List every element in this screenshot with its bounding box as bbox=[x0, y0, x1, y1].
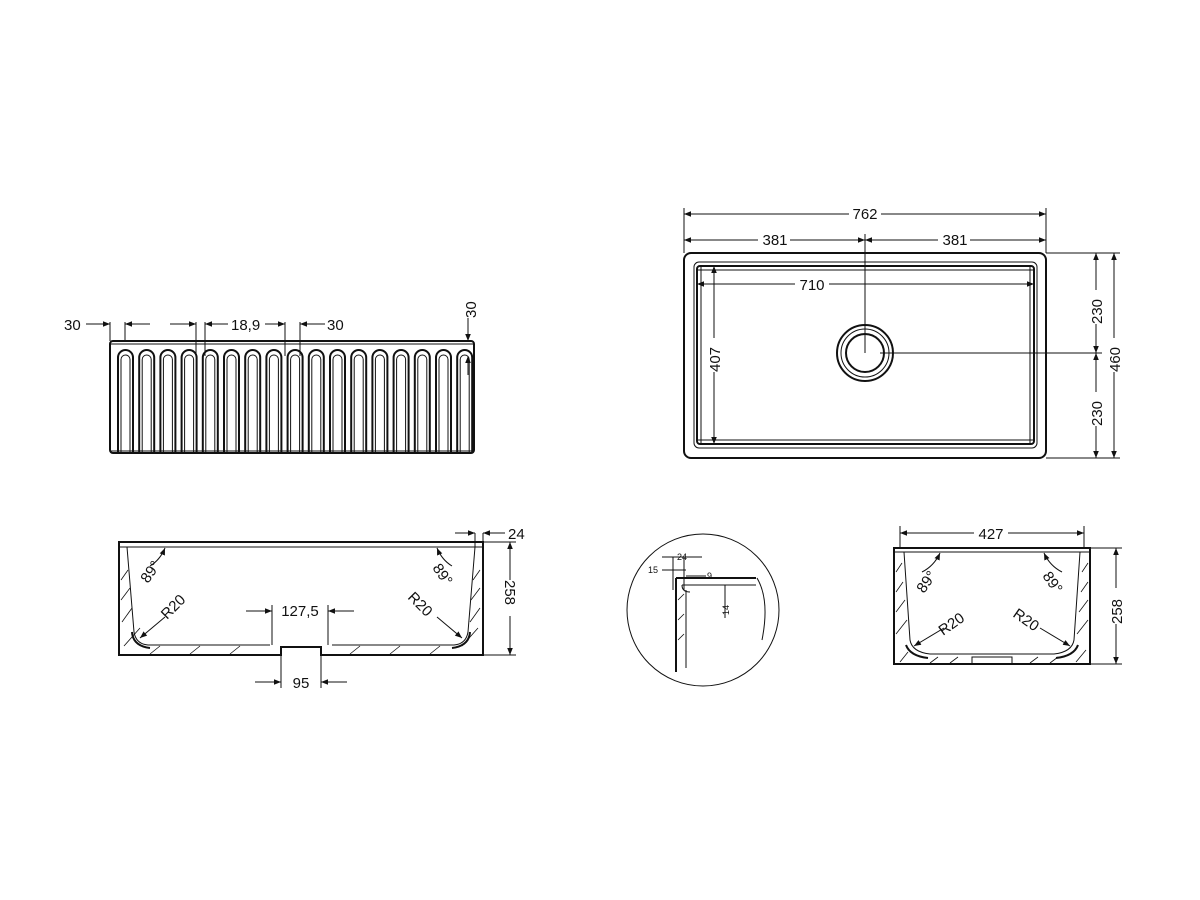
dim-flute-margin: 30 bbox=[64, 317, 81, 334]
dim-cross-radius-left: R20 bbox=[936, 610, 968, 640]
dim-half-right: 381 bbox=[942, 232, 967, 249]
flute bbox=[138, 349, 156, 452]
dim-angle-left: 89° bbox=[137, 558, 164, 586]
dim-detail-a: 24 bbox=[677, 552, 687, 562]
long-section-outline bbox=[118, 541, 484, 656]
apron-outline bbox=[109, 340, 475, 454]
flute-inner bbox=[120, 354, 131, 452]
flute bbox=[244, 349, 262, 452]
dim-radius-left: R20 bbox=[158, 591, 189, 622]
flute bbox=[223, 349, 240, 452]
flute bbox=[413, 349, 431, 452]
detail-circle bbox=[626, 533, 780, 687]
flute-inner bbox=[226, 354, 237, 452]
dim-rim: 24 bbox=[508, 526, 525, 543]
rim-detail: 24 15 9 14 bbox=[626, 533, 780, 687]
dim-inner-depth: 407 bbox=[707, 347, 724, 372]
flute bbox=[307, 349, 325, 452]
flute-inner bbox=[396, 354, 407, 452]
flute bbox=[435, 349, 452, 452]
flute bbox=[392, 349, 410, 452]
flute bbox=[265, 349, 283, 452]
cross-hatching bbox=[895, 562, 1089, 664]
flute-inner bbox=[438, 354, 449, 452]
dim-overall-width: 762 bbox=[852, 206, 877, 223]
flute-inner bbox=[141, 354, 152, 452]
dim-waste-to-back: 230 bbox=[1089, 299, 1106, 324]
dim-cross-angle-left: 89° bbox=[913, 568, 940, 596]
flute-inner bbox=[162, 354, 173, 452]
dim-cross-angle-right: 89° bbox=[1039, 569, 1066, 597]
flute bbox=[329, 349, 346, 452]
dim-radius-right: R20 bbox=[404, 589, 435, 620]
flute-inner bbox=[332, 354, 343, 452]
flute bbox=[180, 349, 198, 452]
dim-flute-spacing: 18,9 bbox=[231, 317, 260, 334]
dim-detail-b: 15 bbox=[648, 565, 658, 575]
flute-inner bbox=[353, 354, 364, 452]
apron-flutes bbox=[117, 349, 474, 452]
flute bbox=[456, 349, 474, 452]
flute-inner bbox=[374, 354, 385, 452]
dim-overall-depth: 460 bbox=[1107, 347, 1124, 372]
flute bbox=[350, 349, 368, 452]
dim-detail-c: 9 bbox=[707, 571, 712, 581]
plan-view: 762 381 381 710 407 230 230 460 bbox=[683, 204, 1124, 459]
flute-inner bbox=[205, 354, 216, 452]
dim-cross-radius-right: R20 bbox=[1010, 605, 1042, 635]
flute-inner bbox=[268, 354, 279, 452]
cross-section: 427 258 89° 89° R20 R20 bbox=[893, 524, 1126, 665]
long-section: 24 258 89° 89° R20 R20 127,5 95 bbox=[118, 526, 525, 692]
dim-angle-right: 89° bbox=[429, 561, 456, 589]
flute-inner bbox=[290, 354, 301, 452]
flute bbox=[117, 349, 134, 452]
dim-inner-width: 710 bbox=[799, 277, 824, 294]
flute bbox=[159, 349, 177, 452]
front-elevation: 30 18,9 30 30 bbox=[64, 301, 480, 454]
cross-section-outline bbox=[893, 547, 1091, 665]
flute bbox=[201, 349, 219, 452]
flute-inner bbox=[247, 354, 258, 452]
flute-inner bbox=[417, 354, 428, 452]
dim-half-left: 381 bbox=[762, 232, 787, 249]
section-hatching bbox=[120, 569, 481, 655]
flute-inner bbox=[311, 354, 322, 452]
dim-cross-width: 427 bbox=[978, 526, 1003, 543]
flute bbox=[286, 349, 304, 452]
dim-waste-hole: 95 bbox=[293, 675, 310, 692]
dim-long-height: 258 bbox=[501, 580, 518, 605]
dim-top-height: 30 bbox=[463, 301, 480, 318]
dim-waste-recess: 127,5 bbox=[281, 603, 319, 620]
dim-flute-gap: 30 bbox=[327, 317, 344, 334]
dim-detail-d: 14 bbox=[721, 605, 731, 615]
flute bbox=[371, 349, 389, 452]
dim-cross-height: 258 bbox=[1109, 599, 1126, 624]
flute-inner bbox=[184, 354, 195, 452]
dim-waste-to-front: 230 bbox=[1089, 401, 1106, 426]
